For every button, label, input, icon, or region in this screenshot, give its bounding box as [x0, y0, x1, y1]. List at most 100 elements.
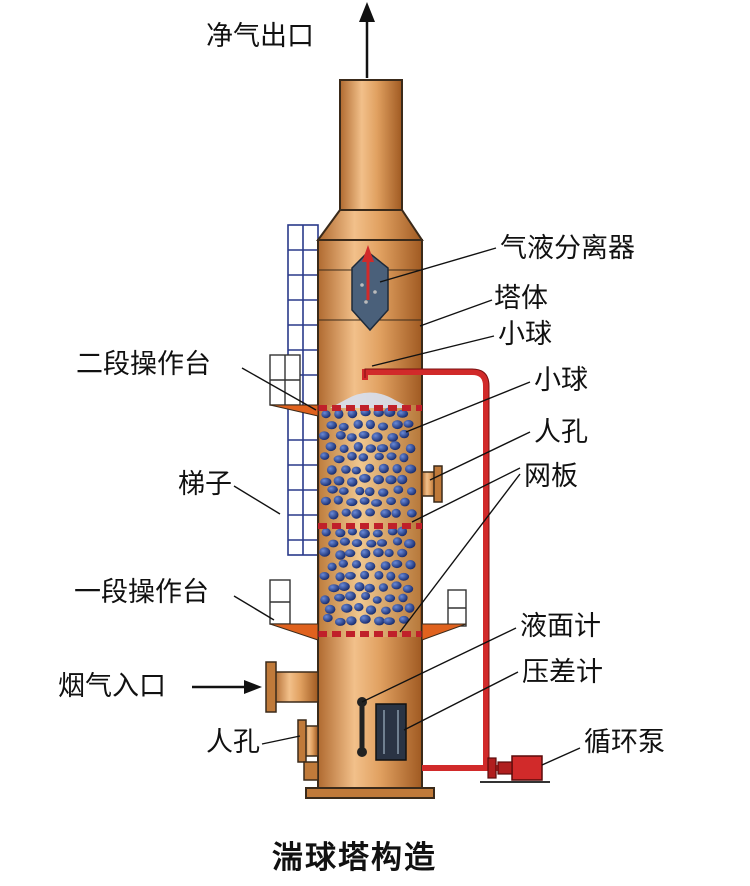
ball	[327, 485, 338, 494]
ball	[328, 510, 339, 520]
label-first-platform: 一段操作台	[74, 577, 209, 608]
ball	[333, 455, 345, 464]
ball	[359, 614, 371, 624]
ball	[365, 419, 375, 430]
ball	[392, 420, 403, 430]
label-circulation-pump: 循环泵	[584, 727, 665, 758]
ball	[383, 617, 395, 625]
ball	[372, 596, 382, 604]
ball	[354, 582, 365, 592]
ball	[392, 464, 402, 474]
label-ladder: 梯子	[178, 469, 232, 500]
ball	[360, 570, 370, 580]
label-manhole-lower: 人孔	[206, 727, 260, 758]
ball	[399, 453, 409, 463]
flue-gas-inlet	[265, 661, 319, 713]
ball	[378, 463, 389, 474]
ball	[386, 497, 396, 506]
ball	[403, 420, 414, 428]
ball	[338, 487, 349, 495]
label-small-ball-1: 小球	[498, 319, 552, 350]
ball	[365, 508, 375, 517]
ball	[354, 603, 364, 612]
ball	[366, 539, 377, 548]
ball	[338, 559, 348, 568]
ball	[402, 584, 414, 593]
ball	[405, 560, 416, 570]
ball-bed	[318, 407, 417, 626]
ball	[328, 539, 339, 548]
ball	[406, 509, 417, 518]
label-flue-gas-inlet: 烟气入口	[58, 671, 166, 702]
ball	[371, 432, 383, 442]
ball	[365, 444, 376, 453]
ball	[384, 594, 396, 603]
ball	[386, 571, 396, 581]
ball	[404, 603, 415, 613]
ball	[346, 433, 357, 442]
label-small-ball-2: 小球	[534, 365, 588, 396]
ball	[386, 452, 397, 461]
ball	[347, 451, 357, 461]
ball	[320, 452, 330, 460]
ball	[358, 431, 370, 439]
ball	[365, 605, 377, 615]
ball	[328, 584, 340, 593]
ball	[405, 443, 416, 454]
ball	[392, 537, 403, 546]
ball	[391, 508, 401, 518]
ball	[326, 465, 337, 475]
ball	[335, 572, 345, 582]
ball	[389, 441, 401, 451]
ball	[320, 477, 332, 487]
ball	[392, 604, 404, 613]
label-manhole-upper: 人孔	[534, 417, 588, 448]
first-platform	[269, 623, 467, 641]
ball	[341, 508, 351, 517]
ball	[364, 487, 375, 497]
ball	[324, 604, 336, 614]
ball	[351, 509, 362, 519]
ball	[397, 474, 408, 485]
ball	[351, 539, 363, 548]
ball	[327, 562, 337, 571]
ball	[371, 499, 382, 507]
label-gas-liquid-separator: 气液分离器	[500, 233, 635, 264]
ball	[359, 473, 371, 483]
ball	[393, 485, 404, 494]
ball	[320, 595, 330, 605]
ball	[360, 548, 371, 559]
ball	[339, 444, 349, 453]
ball	[344, 549, 356, 558]
ball	[345, 571, 356, 580]
outlet-arrow	[359, 2, 375, 78]
ball	[335, 431, 346, 440]
ball	[339, 537, 350, 546]
ball	[346, 477, 358, 487]
ball	[325, 442, 337, 452]
ball	[377, 422, 389, 431]
ball	[322, 613, 333, 623]
ball	[321, 410, 331, 419]
ball	[345, 591, 356, 601]
ball	[387, 433, 399, 442]
ball	[355, 486, 365, 496]
manhole-lower	[297, 719, 319, 781]
ball	[347, 527, 357, 536]
ball	[373, 475, 384, 485]
label-clean-gas-outlet: 净气出口	[206, 21, 314, 52]
label-tower-body: 塔体	[494, 283, 548, 314]
circulation-pipe	[362, 369, 510, 771]
label-pressure-gauge: 压差计	[522, 657, 603, 688]
ball	[397, 548, 408, 558]
ball	[346, 616, 357, 626]
ball	[364, 583, 375, 593]
upper-railing	[269, 354, 301, 406]
inlet-arrow	[192, 680, 262, 694]
ball	[398, 593, 408, 603]
diagram-caption: 湍球塔构造	[272, 840, 437, 876]
mesh-plates	[318, 405, 422, 637]
ball	[381, 606, 391, 615]
ball	[391, 581, 402, 590]
